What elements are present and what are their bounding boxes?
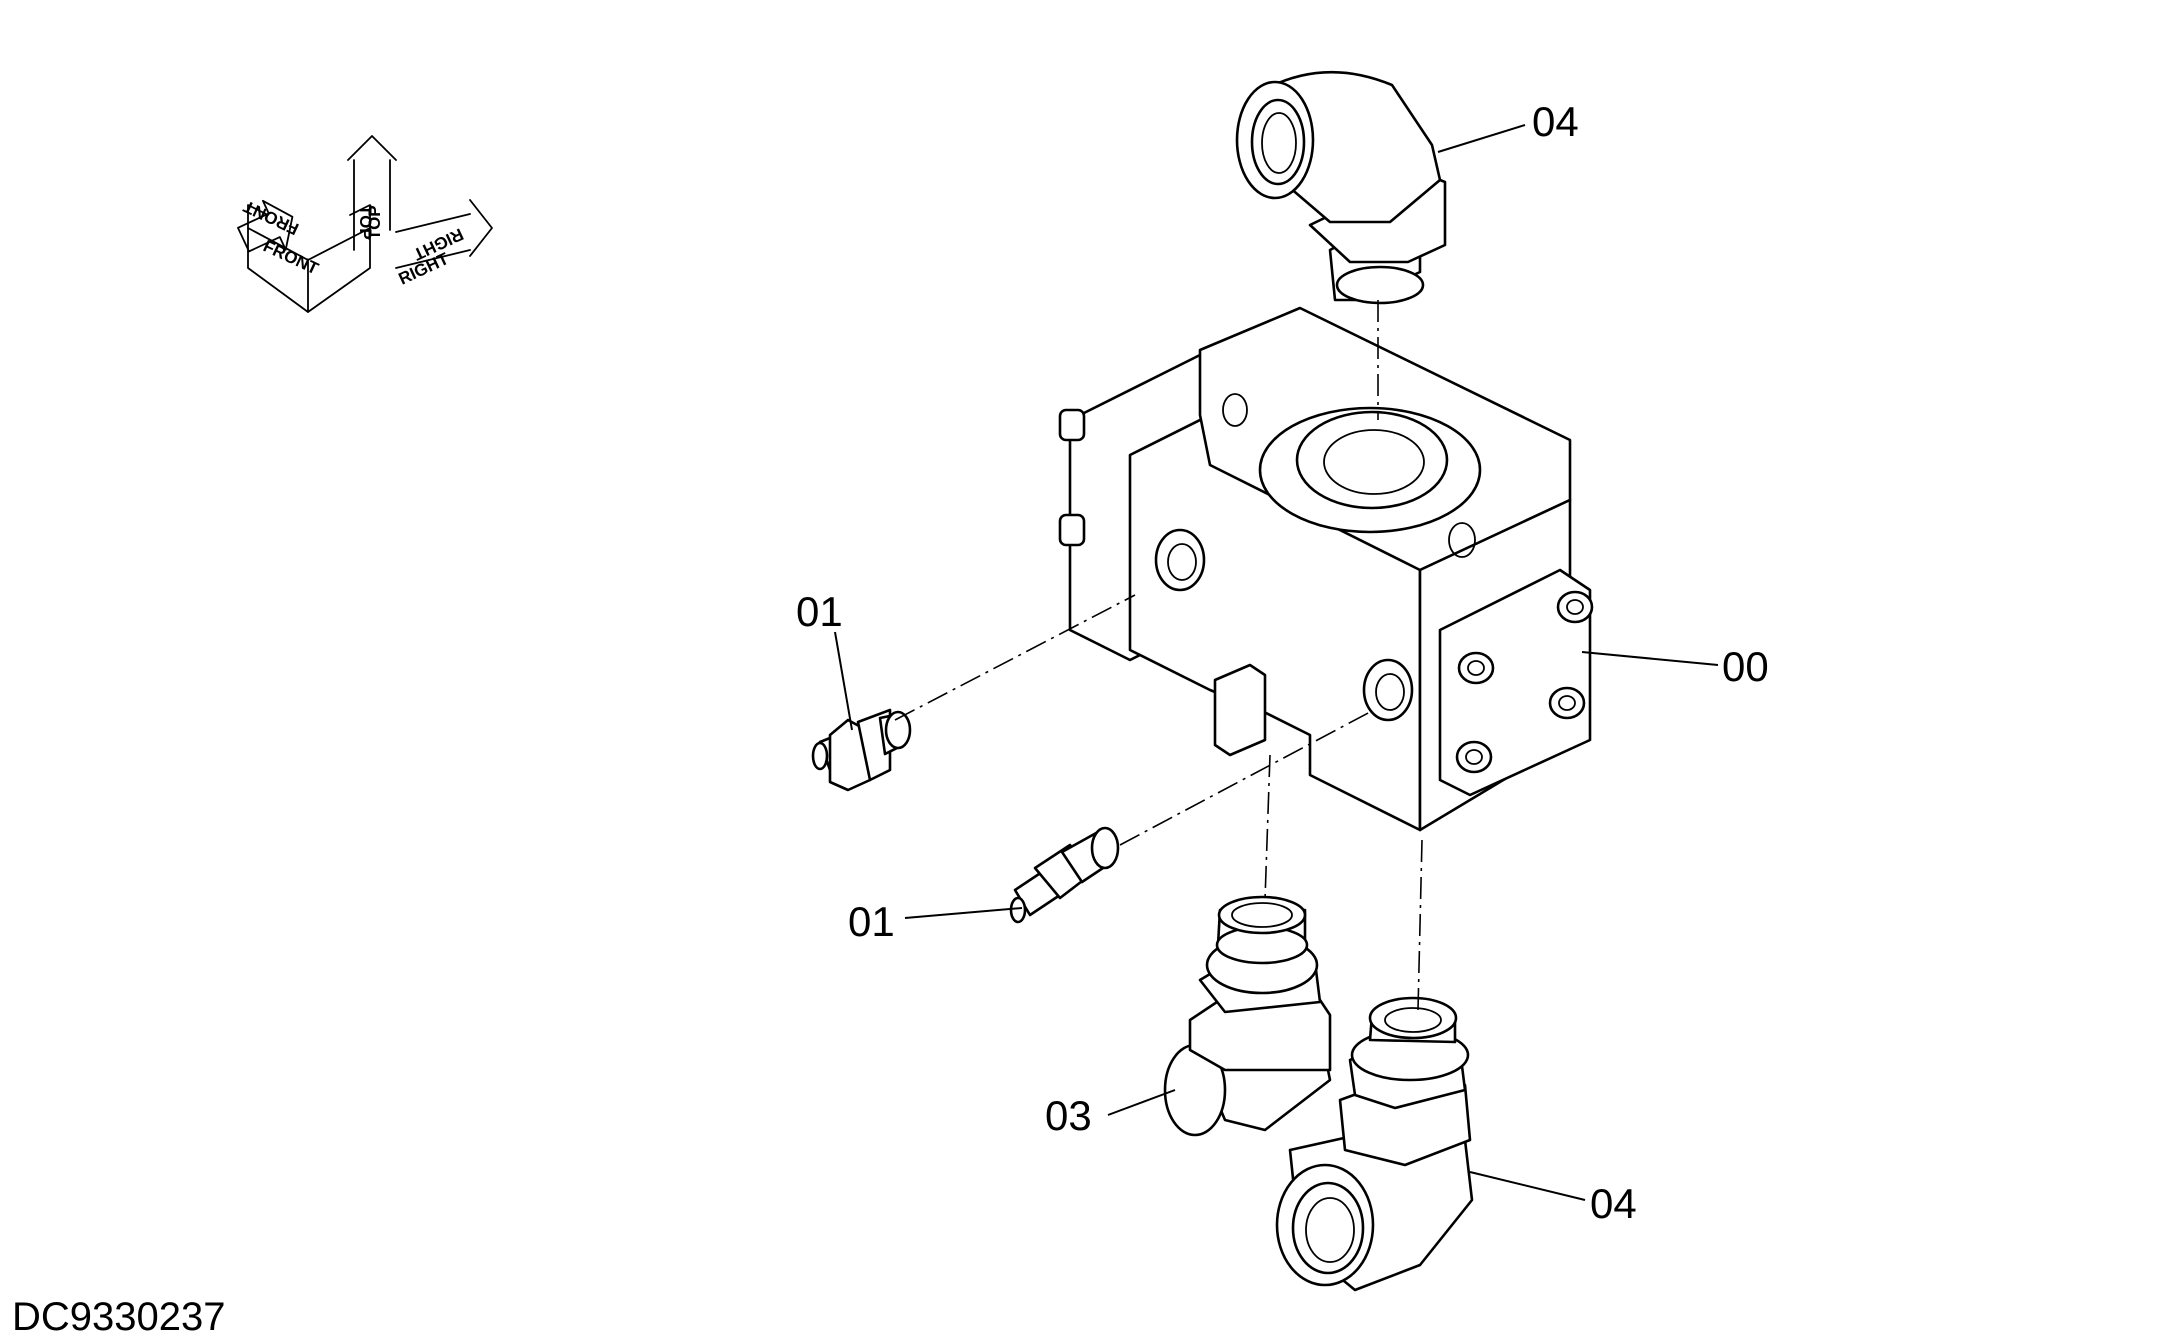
callout-01-lower: 01 (848, 898, 895, 945)
leader-lines (834, 124, 1719, 1201)
elbow-fitting-03 (1163, 895, 1332, 1137)
fitting-01-upper (811, 708, 912, 792)
assembly-lines (894, 300, 1423, 1011)
callout-04-bottom: 04 (1590, 1180, 1637, 1227)
callout-00: 00 (1722, 643, 1769, 690)
elbow-fitting-top (1235, 70, 1447, 305)
callout-04-top: 04 (1532, 98, 1579, 145)
top-label: TOP (356, 205, 375, 240)
orientation-indicator: FRONT FRONT TOP TOP RIGHT RIGHT (237, 135, 493, 313)
valve-block (1058, 306, 1594, 832)
callout-01-upper: 01 (796, 588, 843, 635)
elbow-fitting-bottom (1275, 996, 1474, 1292)
callout-03: 03 (1045, 1092, 1092, 1139)
document-id: DC9330237 (12, 1295, 226, 1339)
callouts: 04 00 01 01 03 04 (796, 98, 1769, 1227)
top-mirror-label: TOP (365, 205, 384, 240)
fitting-01-lower (1009, 826, 1120, 924)
front-label: FRONT (260, 236, 322, 278)
front-mirror-label: FRONT (240, 196, 302, 238)
